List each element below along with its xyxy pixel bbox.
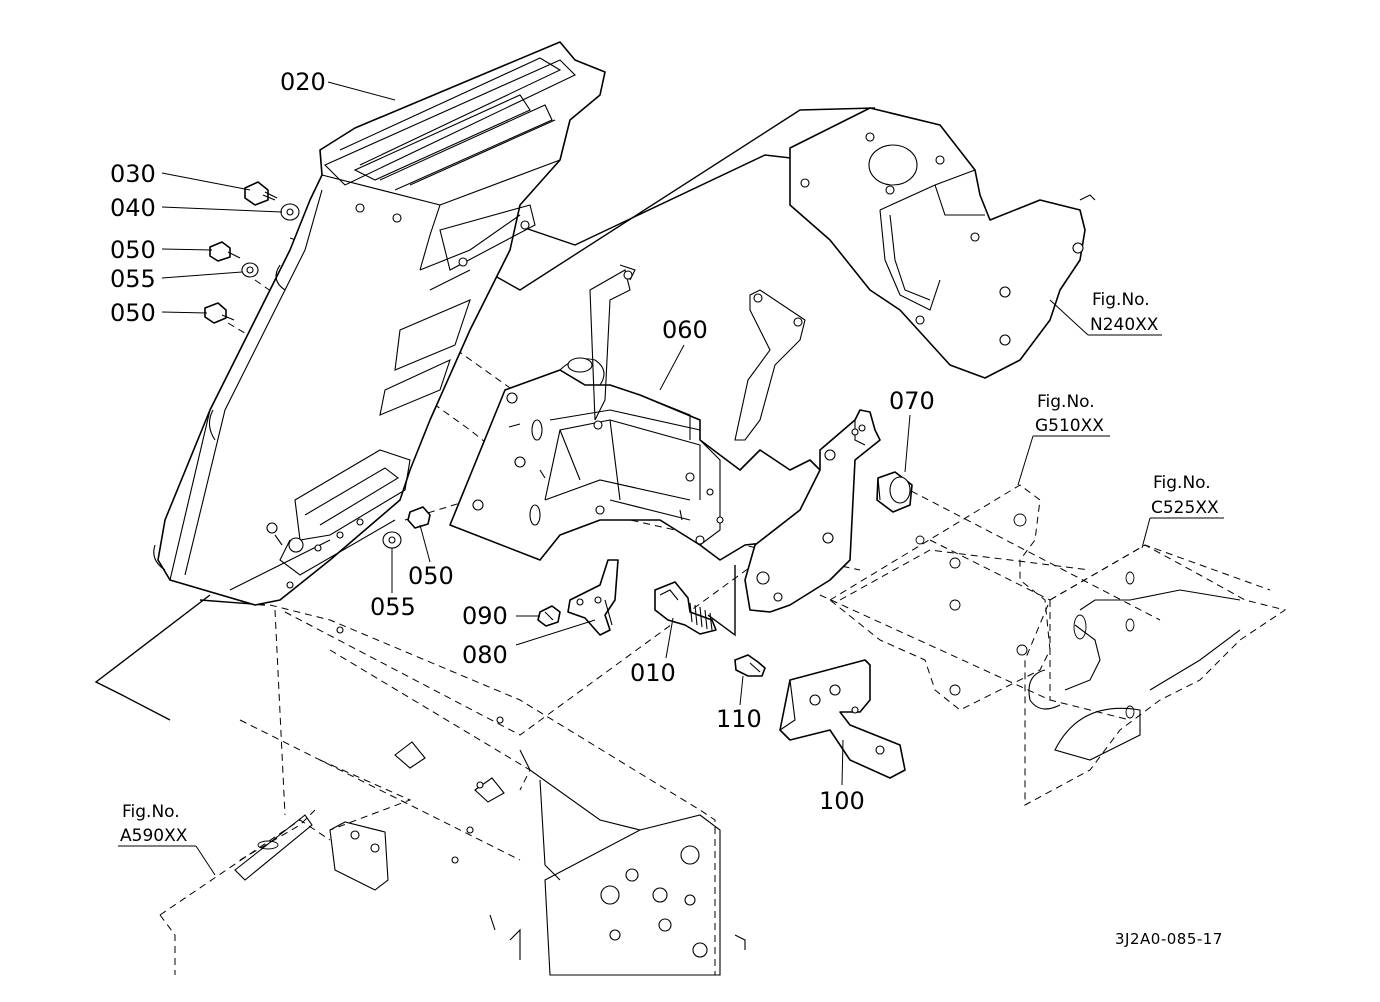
callout-110: 110: [716, 705, 762, 733]
callout-090: 090: [462, 602, 508, 630]
figure-ref-leaders: [118, 299, 1224, 876]
fig-ref-n240-label: Fig.No.: [1092, 290, 1150, 310]
component-a590xx: [159, 604, 746, 976]
fig-ref-c525-code: C525XX: [1151, 498, 1219, 518]
callout-055-b: 055: [370, 593, 416, 621]
fig-ref-c525-label: Fig.No.: [1153, 473, 1211, 493]
fig-ref-n240-code: N240XX: [1090, 315, 1159, 335]
callout-055-a: 055: [110, 265, 156, 293]
callout-050-b: 050: [110, 299, 156, 327]
callout-050-c: 050: [408, 562, 454, 590]
callout-060: 060: [662, 316, 708, 344]
bolt-090: [537, 605, 561, 627]
main-bracket-060: [449, 264, 821, 561]
bolt-010: [654, 581, 717, 635]
callout-020: 020: [280, 68, 326, 96]
callout-labels: 020 030 040 050 055 050 050 055 060 070 …: [110, 68, 935, 815]
callout-080: 080: [462, 641, 508, 669]
fig-ref-g510-code: G510XX: [1035, 416, 1104, 436]
fig-ref-g510-label: Fig.No.: [1037, 392, 1095, 412]
bracket-080: [567, 559, 619, 636]
callout-100: 100: [819, 787, 865, 815]
callout-070: 070: [889, 387, 935, 415]
bracket-100: [779, 659, 906, 779]
component-g510xx: [829, 484, 1051, 711]
callout-leaders: [161, 81, 911, 786]
fig-ref-a590-code: A590XX: [120, 826, 188, 846]
fig-ref-a590-label: Fig.No.: [122, 802, 180, 822]
callout-040: 040: [110, 194, 156, 222]
bushing-070: [876, 471, 913, 513]
callout-030: 030: [110, 160, 156, 188]
callout-050-a: 050: [110, 236, 156, 264]
component-c525xx: [1024, 544, 1287, 806]
document-id: 3J2A0-085-17: [1115, 930, 1223, 948]
callout-010: 010: [630, 659, 676, 687]
component-n240xx: [789, 107, 1096, 379]
fasteners-left: [204, 181, 431, 549]
bolt-110: [734, 654, 766, 677]
step-frame-020: [153, 41, 606, 606]
side-plate: [744, 409, 881, 613]
figure-ref-labels: Fig.No. N240XX Fig.No. G510XX Fig.No. C5…: [120, 290, 1219, 846]
